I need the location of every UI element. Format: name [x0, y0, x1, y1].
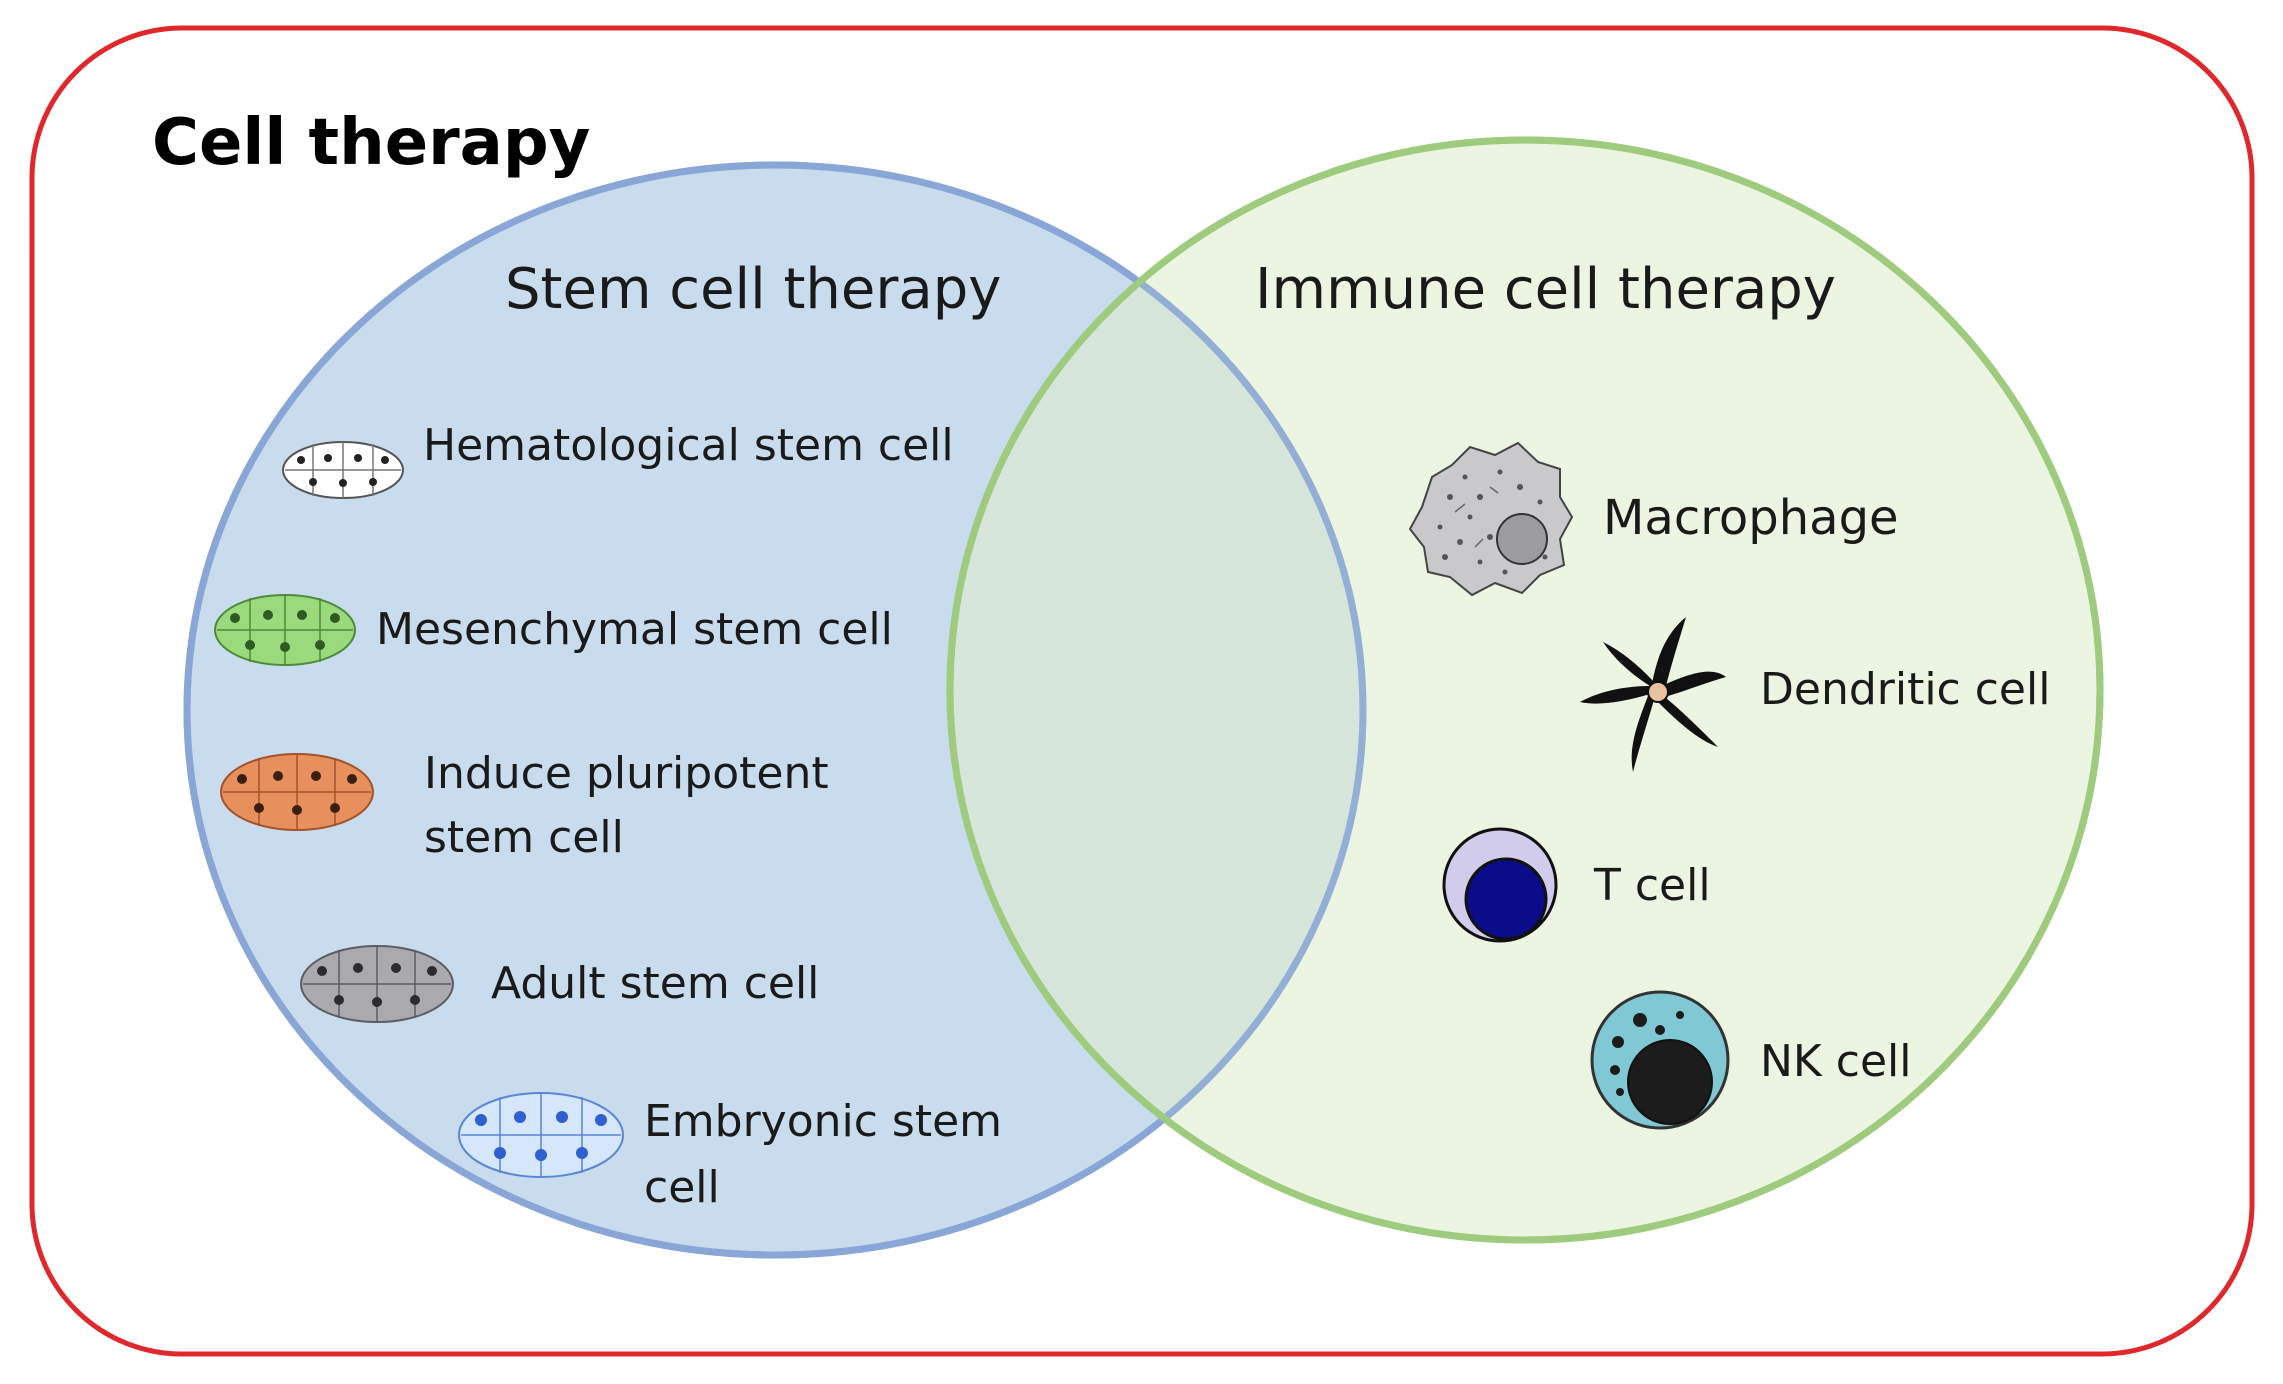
stem-cell-therapy-heading: Stem cell therapy: [505, 257, 1001, 322]
dendritic-cell-icon: [1580, 617, 1726, 772]
adult-stem-cell-label: Adult stem cell: [491, 958, 819, 1009]
embryonic-label-line2: cell: [644, 1162, 720, 1213]
nk-cell-label: NK cell: [1760, 1036, 1911, 1087]
dendritic-cell-label: Dendritic cell: [1760, 664, 2050, 715]
embryonic-label-line1: Embryonic stem: [644, 1096, 1002, 1147]
ipsc-label-line2: stem cell: [424, 812, 624, 863]
t-cell-label: T cell: [1593, 860, 1711, 911]
hematological-stem-cell-label: Hematological stem cell: [423, 420, 954, 471]
stem-circle-outline: [183, 161, 1367, 1259]
macrophage-label: Macrophage: [1603, 490, 1899, 546]
embryonic-cell-cluster-icon: [458, 1092, 624, 1178]
nk-cell-icon: [1590, 990, 1730, 1130]
t-cell-icon: [1442, 827, 1558, 943]
immune-circle-outline: [946, 136, 2104, 1244]
mesenchymal-cell-cluster-icon: [214, 594, 356, 666]
immune-cell-therapy-heading: Immune cell therapy: [1255, 257, 1836, 322]
macrophage-icon: [1408, 441, 1574, 597]
hematological-cell-cluster-icon: [282, 441, 404, 499]
ipsc-label-line1: Induce pluripotent: [424, 748, 829, 799]
ipsc-cell-cluster-icon: [220, 753, 374, 831]
mesenchymal-stem-cell-label: Mesenchymal stem cell: [376, 604, 893, 655]
adult-cell-cluster-icon: [300, 945, 454, 1023]
diagram-title: Cell therapy: [152, 106, 590, 180]
